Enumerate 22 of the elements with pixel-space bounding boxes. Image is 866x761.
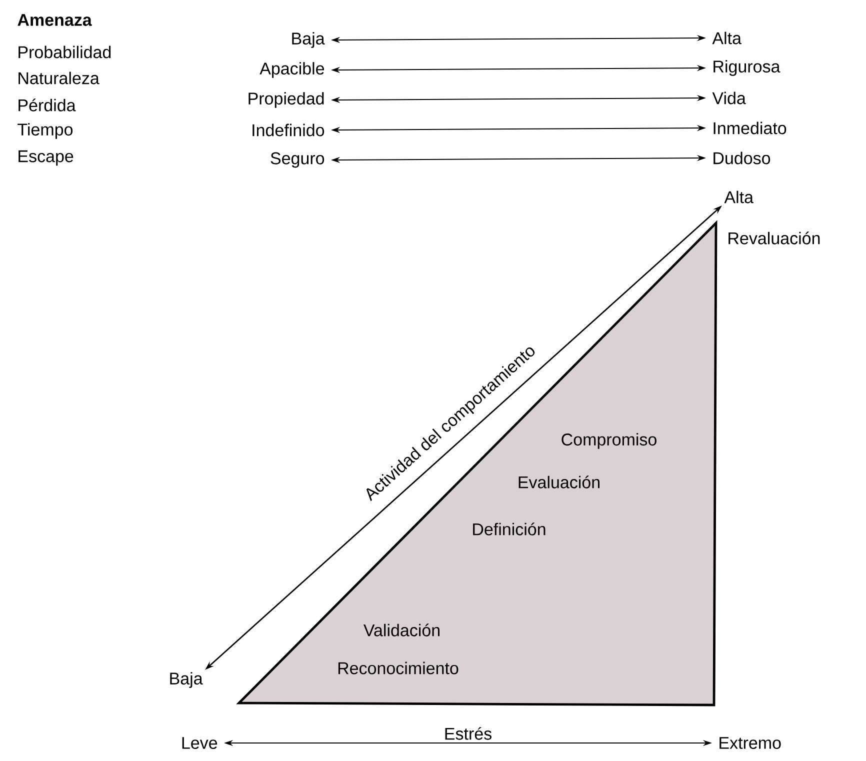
scale-end-label: Alta bbox=[712, 32, 742, 44]
threat-factor-label: Pérdida bbox=[18, 98, 76, 112]
heading: Amenaza bbox=[18, 14, 92, 26]
scale-end-label: Seguro bbox=[270, 152, 324, 168]
scale-end-label: Indefinido bbox=[252, 124, 324, 136]
scale-end-label: Dudoso bbox=[714, 152, 770, 164]
scale-end-label: Alta bbox=[724, 190, 754, 204]
scale-end-label: Extremo bbox=[720, 737, 781, 749]
scale-end-label: Propiedad bbox=[248, 92, 324, 108]
scale-end-label: Baja bbox=[170, 672, 203, 688]
scale-end-label: Rigurosa bbox=[714, 60, 780, 76]
scale-end-label: Vida bbox=[712, 92, 746, 104]
threat-factor-label: Probabilidad bbox=[18, 46, 111, 58]
threat-factor-label: Tiempo bbox=[18, 123, 73, 139]
scale-end-label: Inmediato bbox=[714, 122, 786, 134]
apex-label: Revaluación bbox=[728, 232, 820, 244]
scale-end-label: Apacible bbox=[260, 62, 324, 78]
scale-end-label: Baja bbox=[292, 32, 325, 48]
edge-label: Estrés bbox=[442, 726, 494, 741]
threat-factor-label: Escape bbox=[18, 150, 74, 166]
scale-end-label: Leve bbox=[182, 737, 218, 749]
threat-factor-label: Naturaleza bbox=[18, 72, 100, 84]
